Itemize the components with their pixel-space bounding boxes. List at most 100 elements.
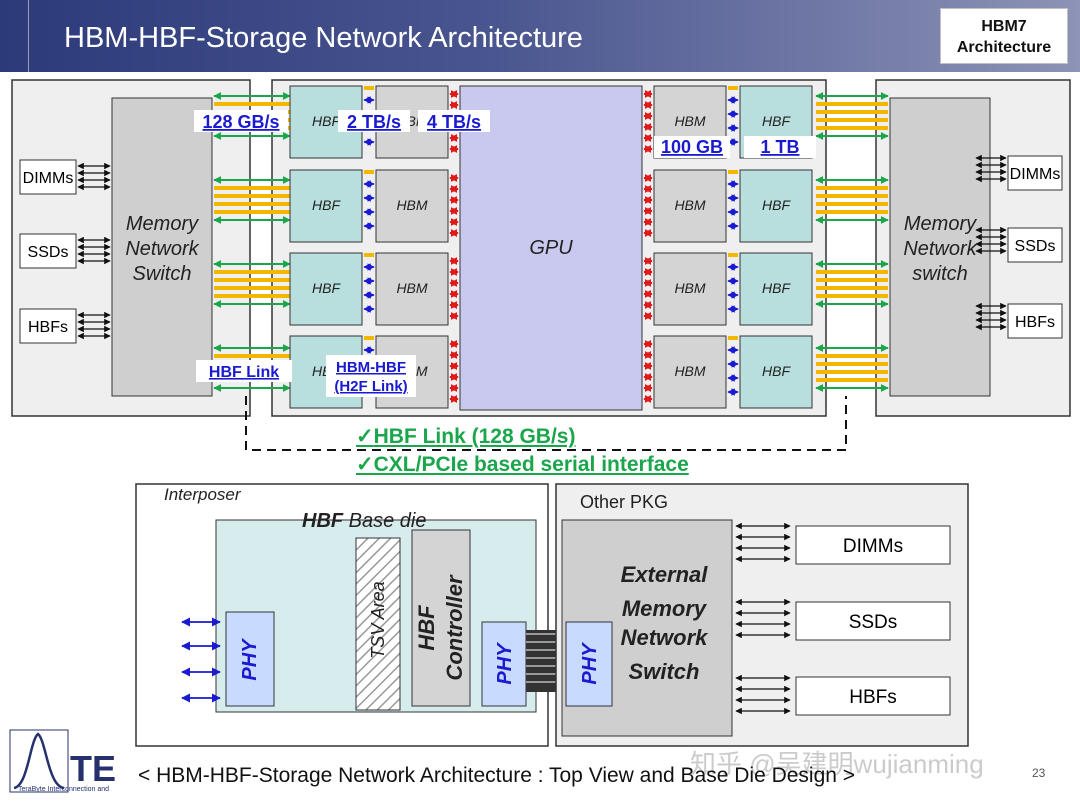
left-device-arrows xyxy=(77,162,111,340)
label-4-tbps: 4 TB/s xyxy=(427,112,481,132)
right-memory-network-switch xyxy=(889,97,991,397)
left-switch-line-3: Switch xyxy=(133,263,192,285)
left-memory-network-switch xyxy=(111,97,213,397)
right-dimms-label: DIMMs xyxy=(1010,166,1061,183)
hbm-stack xyxy=(653,169,727,243)
hbm-stack-label: HBM xyxy=(674,197,705,213)
base-die-title-bold: HBF xyxy=(302,510,344,532)
tsv-area xyxy=(355,537,401,711)
right-hbf-links xyxy=(815,92,889,392)
gpu-label: GPU xyxy=(529,237,573,259)
bullet-cxl-text: CXL/PCIe based serial interface xyxy=(373,453,689,476)
tsv-gold-strip xyxy=(728,253,738,257)
ext-switch-line-1: External xyxy=(621,562,709,587)
logo-text: TE xyxy=(70,748,117,789)
hbm7-architecture-badge: HBM7 Architecture xyxy=(940,8,1068,64)
tsv-gold-strip xyxy=(364,336,374,340)
left-dimms-box xyxy=(19,159,77,195)
hbm-stack-label: HBM xyxy=(674,280,705,296)
title-bar xyxy=(0,0,1080,72)
hbf-controller-line-1: HBF xyxy=(414,605,439,651)
interposer-label: Interposer xyxy=(164,485,242,504)
badge-line-2: Architecture xyxy=(956,39,1052,56)
hbf-stack-label: HBF xyxy=(762,363,791,379)
tsv-gold-strip xyxy=(364,253,374,257)
label-hbm-hbf: HBM-HBF xyxy=(336,359,406,376)
ext-switch-line-3: Network xyxy=(621,625,710,650)
label-1-tb: 1 TB xyxy=(760,137,799,157)
label-bg-1tb xyxy=(744,136,816,158)
hbf-stack xyxy=(739,252,813,326)
base-die-title: HBF Base die xyxy=(302,510,427,532)
hbf-stack-label: HBF xyxy=(762,113,791,129)
phy-left-arrows xyxy=(181,617,221,703)
hbf-stack xyxy=(739,169,813,243)
bullet-check-icon: ✓ xyxy=(356,425,374,448)
logo-subtitle: TeraByte Interconnection and xyxy=(18,786,110,793)
left-ssds-box xyxy=(19,233,77,269)
ext-hbfs-box xyxy=(795,676,951,716)
bullet-cxl-pcie: ✓CXL/PCIe based serial interface xyxy=(356,452,689,477)
ext-switch-line-4: Switch xyxy=(629,659,700,684)
hbf-stack xyxy=(289,169,363,243)
logo-waveform-icon xyxy=(13,732,65,790)
label-bg-128 xyxy=(194,110,288,132)
right-ssds-label: SSDs xyxy=(1015,238,1056,255)
gpu-die xyxy=(459,85,643,411)
tsv-area-label: TSV Area xyxy=(368,581,388,658)
right-hbfs-box xyxy=(1007,303,1063,339)
left-switch-line-1: Memory xyxy=(126,213,199,235)
label-2-tbps: 2 TB/s xyxy=(347,112,401,132)
left-hbfs-box xyxy=(19,308,77,344)
tsv-gold-strip xyxy=(728,86,738,90)
right-switch-line-3: switch xyxy=(912,263,968,285)
phy-switch xyxy=(565,621,613,707)
ext-ssds-box xyxy=(795,601,951,641)
hbm-stack xyxy=(653,335,727,409)
bullet-hbf-link: ✓HBF Link (128 GB/s) xyxy=(356,424,575,449)
phy-switch-label: PHY xyxy=(579,642,601,685)
left-dimms-label: DIMMs xyxy=(23,170,74,187)
ext-ssds-label: SSDs xyxy=(849,612,898,633)
ext-dimms-label: DIMMs xyxy=(843,536,903,557)
hbf-stack-label: HBF xyxy=(762,197,791,213)
hbf-controller-line-2: Controller xyxy=(442,574,467,681)
phy-left xyxy=(225,611,275,707)
label-bg-4tb xyxy=(418,110,490,132)
page-number: 23 xyxy=(1032,766,1046,780)
hbm-stack-label: HBM xyxy=(674,113,705,129)
label-100-gb: 100 GB xyxy=(661,137,723,157)
base-die-title-rest: Base die xyxy=(343,510,426,532)
hbf-stack-label: HBF xyxy=(312,113,341,129)
hbm-stack-label: HBM xyxy=(674,363,705,379)
logo-box xyxy=(9,729,69,793)
label-128-gbps: 128 GB/s xyxy=(202,112,279,132)
bullet-hbf-link-text: HBF Link (128 GB/s) xyxy=(373,425,576,448)
label-bg-2tb xyxy=(338,110,410,132)
label-h2f-link: (H2F Link) xyxy=(334,378,407,395)
phy-base-die xyxy=(481,621,527,707)
watermark: 知乎 @吴建明wujianming xyxy=(690,749,984,779)
ext-device-arrows xyxy=(735,522,791,715)
phy-left-label: PHY xyxy=(239,638,261,681)
other-pkg-label: Other PKG xyxy=(580,492,668,512)
hbf-stack xyxy=(739,335,813,409)
tsv-gold-strip xyxy=(728,170,738,174)
hbf-stack-label: HBF xyxy=(312,197,341,213)
ext-dimms-box xyxy=(795,525,951,565)
right-switch-line-1: Memory xyxy=(904,213,977,235)
right-ssds-box xyxy=(1007,227,1063,263)
hbf-link-dashed-bracket xyxy=(245,396,847,451)
left-ssds-label: SSDs xyxy=(28,244,69,261)
label-bg-hbf-link xyxy=(196,360,292,382)
right-switch-line-2: Network xyxy=(903,238,977,260)
hbm-stack-label: HBM xyxy=(396,280,427,296)
hbf-stack xyxy=(289,252,363,326)
bullet-check-icon-2: ✓ xyxy=(356,453,374,476)
hbm-stack xyxy=(653,252,727,326)
page-title: HBM-HBF-Storage Network Architecture xyxy=(64,22,583,54)
left-hbfs-label: HBFs xyxy=(28,319,68,336)
tsv-gold-strip xyxy=(728,336,738,340)
tsv-gold-strip xyxy=(364,170,374,174)
